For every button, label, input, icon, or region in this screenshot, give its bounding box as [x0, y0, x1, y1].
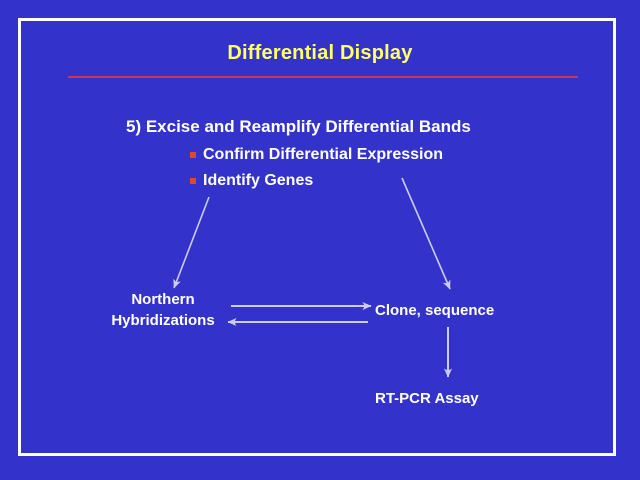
square-bullet-icon	[190, 152, 196, 158]
arrow-to-clone-sequence	[401, 177, 451, 290]
flow-node-line-2: Hybridizations	[111, 312, 215, 329]
page-title: Differential Display	[227, 42, 413, 64]
flow-node-clone-sequence: Clone, sequence	[375, 302, 495, 319]
sub-bullet-item-confirm: Confirm Differential Expression	[190, 146, 443, 164]
square-bullet-icon	[190, 178, 196, 184]
main-bullet-text: 5) Excise and Reamplify Differential Ban…	[126, 117, 471, 136]
sub-bullet-label: Identify Genes	[203, 172, 314, 189]
title-divider	[68, 76, 578, 78]
flow-node-rt-pcr-assay: RT-PCR Assay	[375, 390, 479, 407]
arrow-to-northern-hybridizations	[173, 196, 210, 289]
sub-bullet-item-identify: Identify Genes	[190, 172, 313, 190]
flow-node-line-1: Northern	[131, 291, 195, 308]
flow-node-northern-hybridizations: Northern Hybridizations	[88, 289, 238, 331]
sub-bullet-label: Confirm Differential Expression	[203, 146, 444, 163]
